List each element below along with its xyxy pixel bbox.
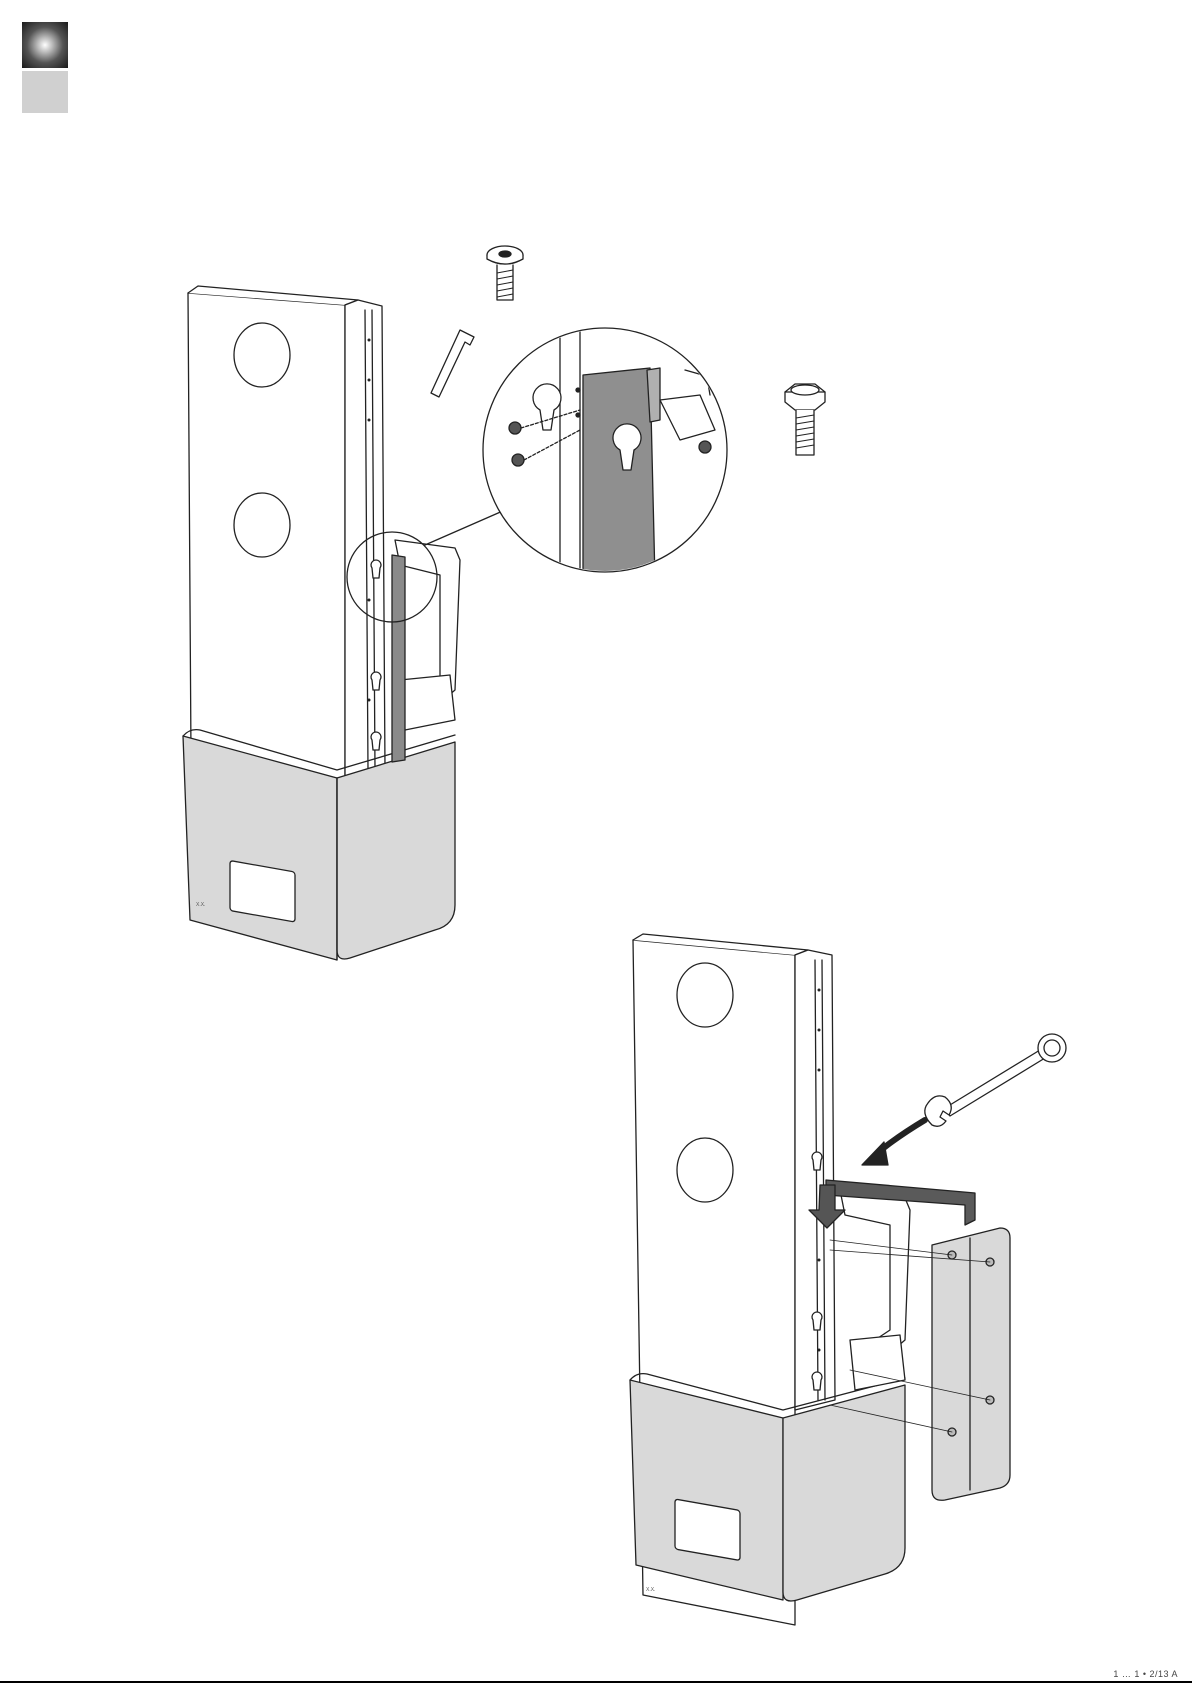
illustration-1-detail-view bbox=[483, 328, 727, 580]
illustration-1-label-plate: X.X. bbox=[196, 902, 205, 908]
illustration-2-column: X.X. bbox=[630, 934, 975, 1625]
footer-code: 1 … 1 • 2/13 A bbox=[1113, 1669, 1178, 1679]
wrench-icon bbox=[925, 1034, 1066, 1126]
torx-screw-icon bbox=[487, 246, 523, 300]
illustration-2-label-plate: X.X. bbox=[646, 1587, 655, 1593]
allen-key-icon bbox=[431, 330, 474, 397]
illustration-1-column: X.X. bbox=[183, 286, 505, 960]
page-bottom-rule bbox=[0, 1681, 1192, 1683]
hex-bolt-icon bbox=[785, 384, 825, 455]
